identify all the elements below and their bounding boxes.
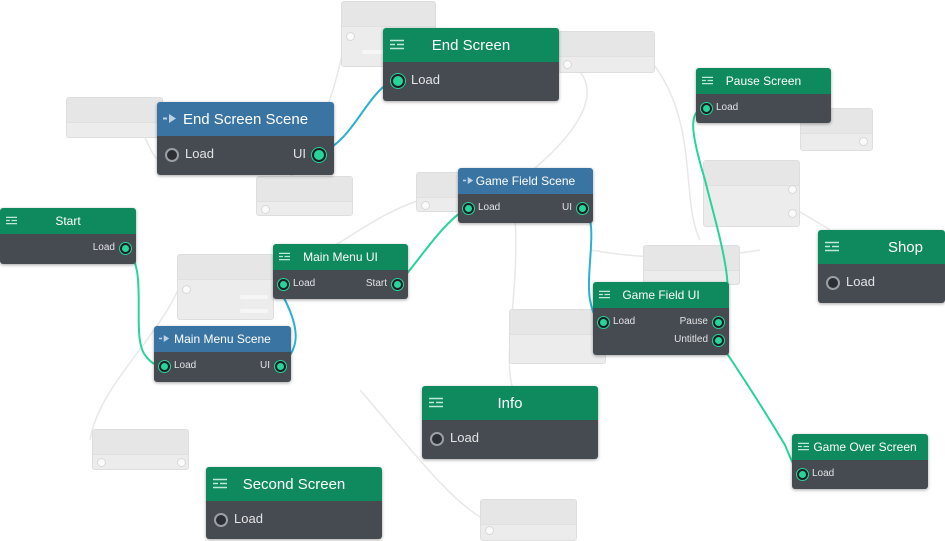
- port-label: UI: [562, 202, 572, 213]
- node-pause-screen[interactable]: Pause Screen Load: [696, 68, 831, 123]
- node-main-menu-ui[interactable]: Main Menu UI Load Start: [273, 244, 408, 299]
- node-game-field-ui[interactable]: Game Field UI Load Pause Untitled: [593, 282, 729, 355]
- port-label: Load: [478, 202, 501, 213]
- port-label: Load: [411, 72, 440, 87]
- port-label: Load: [812, 468, 835, 479]
- ghost-node: [256, 176, 353, 216]
- ghost-node: [177, 254, 274, 320]
- node-header[interactable]: Game Over Screen: [792, 434, 928, 460]
- node-title: Second Screen: [242, 475, 346, 493]
- scene-play-icon: [163, 114, 176, 123]
- node-title: End Screen Scene: [182, 110, 309, 128]
- port-ui[interactable]: [275, 361, 286, 372]
- node-header[interactable]: Second Screen: [206, 467, 382, 501]
- port-load[interactable]: [463, 203, 474, 214]
- ui-screen-icon: [6, 216, 17, 225]
- port-label: Untitled: [674, 334, 708, 345]
- scene-play-icon: [463, 176, 474, 185]
- ghost-node: [509, 309, 606, 364]
- port-label: Pause: [679, 316, 708, 327]
- port-label: Load: [293, 278, 316, 289]
- node-header[interactable]: Start: [0, 208, 136, 234]
- node-header[interactable]: Game Field Scene: [458, 168, 593, 194]
- ui-screen-icon: [599, 290, 610, 299]
- node-header[interactable]: Game Field UI: [593, 282, 729, 308]
- node-title: End Screen: [431, 36, 511, 54]
- ui-screen-icon: [702, 76, 713, 85]
- node-header[interactable]: End Screen Scene: [157, 102, 334, 136]
- node-shop[interactable]: Shop Load: [818, 230, 945, 303]
- port-load[interactable]: [214, 513, 228, 527]
- ui-screen-icon: [825, 241, 839, 252]
- ghost-node: [66, 97, 163, 138]
- port-pause[interactable]: [713, 317, 724, 328]
- ui-screen-icon: [213, 478, 227, 489]
- port-load[interactable]: [165, 148, 179, 162]
- node-header[interactable]: Main Menu Scene: [154, 326, 291, 352]
- wire-game-field-ui-to-game-over-screen: [717, 339, 803, 475]
- node-main-menu-scene[interactable]: Main Menu Scene Load UI: [154, 326, 291, 382]
- node-second-screen[interactable]: Second Screen Load: [206, 467, 382, 539]
- node-header[interactable]: Shop: [818, 230, 945, 264]
- node-title: Shop: [887, 238, 923, 256]
- port-label: Load: [92, 242, 115, 253]
- wire-main-menu-ui-to-game-field-scene: [397, 207, 468, 285]
- node-game-field-scene[interactable]: Game Field Scene Load UI: [458, 168, 593, 223]
- ui-screen-icon: [279, 252, 290, 261]
- node-title: Game Field UI: [622, 288, 700, 302]
- node-header[interactable]: Main Menu UI: [273, 244, 408, 270]
- port-label: UI: [260, 360, 270, 371]
- ghost-node: [558, 31, 655, 73]
- port-label: Load: [174, 360, 197, 371]
- port-ui[interactable]: [577, 203, 588, 214]
- node-title: Main Menu Scene: [174, 332, 271, 346]
- port-label: Start: [365, 278, 387, 289]
- node-title: Game Field Scene: [475, 174, 576, 188]
- node-header[interactable]: Info: [422, 386, 598, 420]
- scene-play-icon: [159, 334, 170, 343]
- ui-screen-icon: [429, 397, 443, 408]
- node-title: Game Over Screen: [813, 440, 917, 454]
- port-label: Load: [613, 316, 636, 327]
- port-ui[interactable]: [312, 148, 326, 162]
- node-end-screen-scene[interactable]: End Screen Scene Load UI: [157, 102, 334, 175]
- port-label: Load: [185, 146, 214, 161]
- ui-screen-icon: [390, 39, 404, 50]
- node-game-over-screen[interactable]: Game Over Screen Load: [792, 434, 928, 489]
- node-start[interactable]: Start Load: [0, 208, 136, 264]
- port-load[interactable]: [391, 74, 405, 88]
- port-load[interactable]: [278, 279, 289, 290]
- port-label: Load: [846, 274, 875, 289]
- ghost-node: [92, 429, 189, 470]
- port-load[interactable]: [826, 276, 840, 290]
- port-load[interactable]: [797, 469, 808, 480]
- port-label: Load: [716, 102, 739, 113]
- node-title: Main Menu UI: [303, 250, 378, 264]
- node-header[interactable]: End Screen: [383, 28, 559, 62]
- node-end-screen[interactable]: End Screen Load: [383, 28, 559, 101]
- ghost-node: [703, 160, 800, 227]
- port-load[interactable]: [430, 432, 444, 446]
- node-title: Pause Screen: [725, 74, 802, 88]
- port-label: Load: [234, 511, 263, 526]
- node-header[interactable]: Pause Screen: [696, 68, 831, 94]
- port-untitled[interactable]: [713, 335, 724, 346]
- port-start[interactable]: [392, 279, 403, 290]
- port-load[interactable]: [159, 361, 170, 372]
- port-label: UI: [293, 146, 306, 161]
- ui-screen-icon: [798, 442, 809, 451]
- node-title: Info: [497, 394, 523, 412]
- port-load[interactable]: [120, 243, 131, 254]
- port-label: Load: [450, 430, 479, 445]
- node-info[interactable]: Info Load: [422, 386, 598, 459]
- node-title: Start: [55, 214, 81, 228]
- port-load[interactable]: [701, 103, 712, 114]
- port-load[interactable]: [598, 317, 609, 328]
- ghost-node: [480, 499, 577, 541]
